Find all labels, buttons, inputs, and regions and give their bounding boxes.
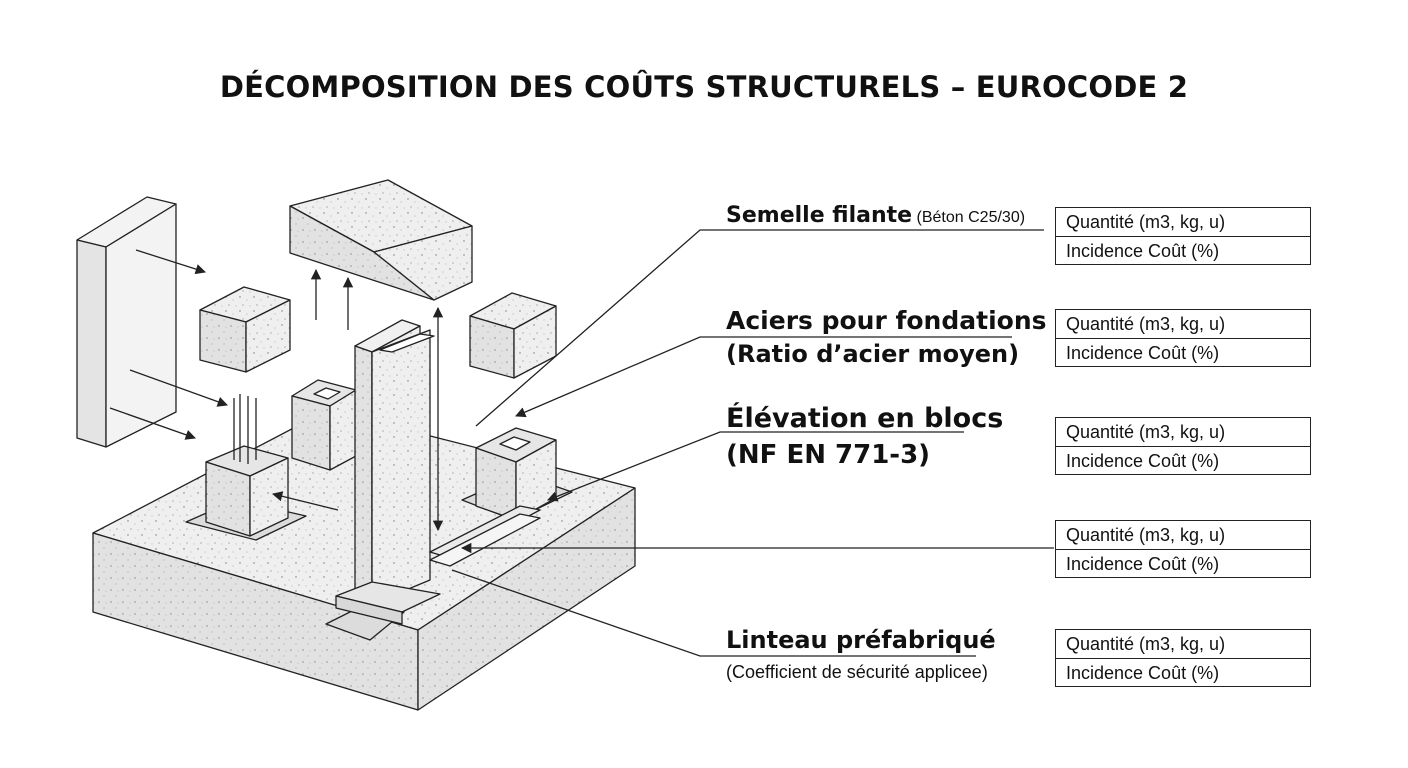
label-linteau: Linteau préfabriqué: [726, 626, 996, 654]
quantity-field: Quantité (m3, kg, u): [1066, 314, 1226, 334]
label-linteau-sub: (Coefficient de sécurité applicee): [726, 662, 988, 682]
data-box-semelle: Quantité (m3, kg, u) Incidence Coût (%): [1055, 207, 1311, 265]
label-sub: (Béton C25/30): [916, 209, 1026, 226]
label-semelle-filante: Semelle filante (Béton C25/30): [726, 203, 1025, 228]
top-beam-block: [289, 179, 473, 301]
precast-column: [335, 319, 441, 625]
cost-share-field: Incidence Coût (%): [1056, 549, 1310, 578]
lintel-channel: [429, 505, 541, 567]
data-box-aciers: Quantité (m3, kg, u) Incidence Coût (%): [1055, 309, 1311, 367]
cost-share-field: Incidence Coût (%): [1056, 236, 1310, 265]
hollow-block-back: [291, 379, 357, 471]
block-cube-right: [469, 292, 557, 379]
label-aciers-fondations: Aciers pour fondations: [726, 306, 1047, 335]
data-box-linteau: Quantité (m3, kg, u) Incidence Coût (%): [1055, 629, 1311, 687]
data-box-unlabeled: Quantité (m3, kg, u) Incidence Coût (%): [1055, 520, 1311, 578]
leader-lines: [451, 229, 1054, 657]
cost-share-field: Incidence Coût (%): [1056, 338, 1310, 367]
hollow-block-rebar: [205, 394, 289, 537]
data-box-elevation: Quantité (m3, kg, u) Incidence Coût (%): [1055, 417, 1311, 475]
cost-share-field: Incidence Coût (%): [1056, 658, 1310, 687]
label-elevation-sub: (NF EN 771-3): [726, 440, 931, 470]
label-aciers-sub: (Ratio d’acier moyen): [726, 340, 1020, 368]
quantity-field: Quantité (m3, kg, u): [1066, 525, 1226, 545]
quantity-field: Quantité (m3, kg, u): [1066, 212, 1226, 232]
quantity-field: Quantité (m3, kg, u): [1066, 634, 1226, 654]
label-elevation-blocs: Élévation en blocs: [726, 403, 1004, 434]
block-cube-left: [199, 286, 291, 373]
diagram-title: DÉCOMPOSITION DES COÛTS STRUCTURELS – EU…: [219, 70, 1189, 104]
quantity-field: Quantité (m3, kg, u): [1066, 422, 1226, 442]
precast-wall-panel: [76, 196, 177, 448]
label-main: Semelle filante: [726, 203, 913, 228]
cost-share-field: Incidence Coût (%): [1056, 446, 1310, 475]
hollow-block-right: [475, 427, 557, 521]
